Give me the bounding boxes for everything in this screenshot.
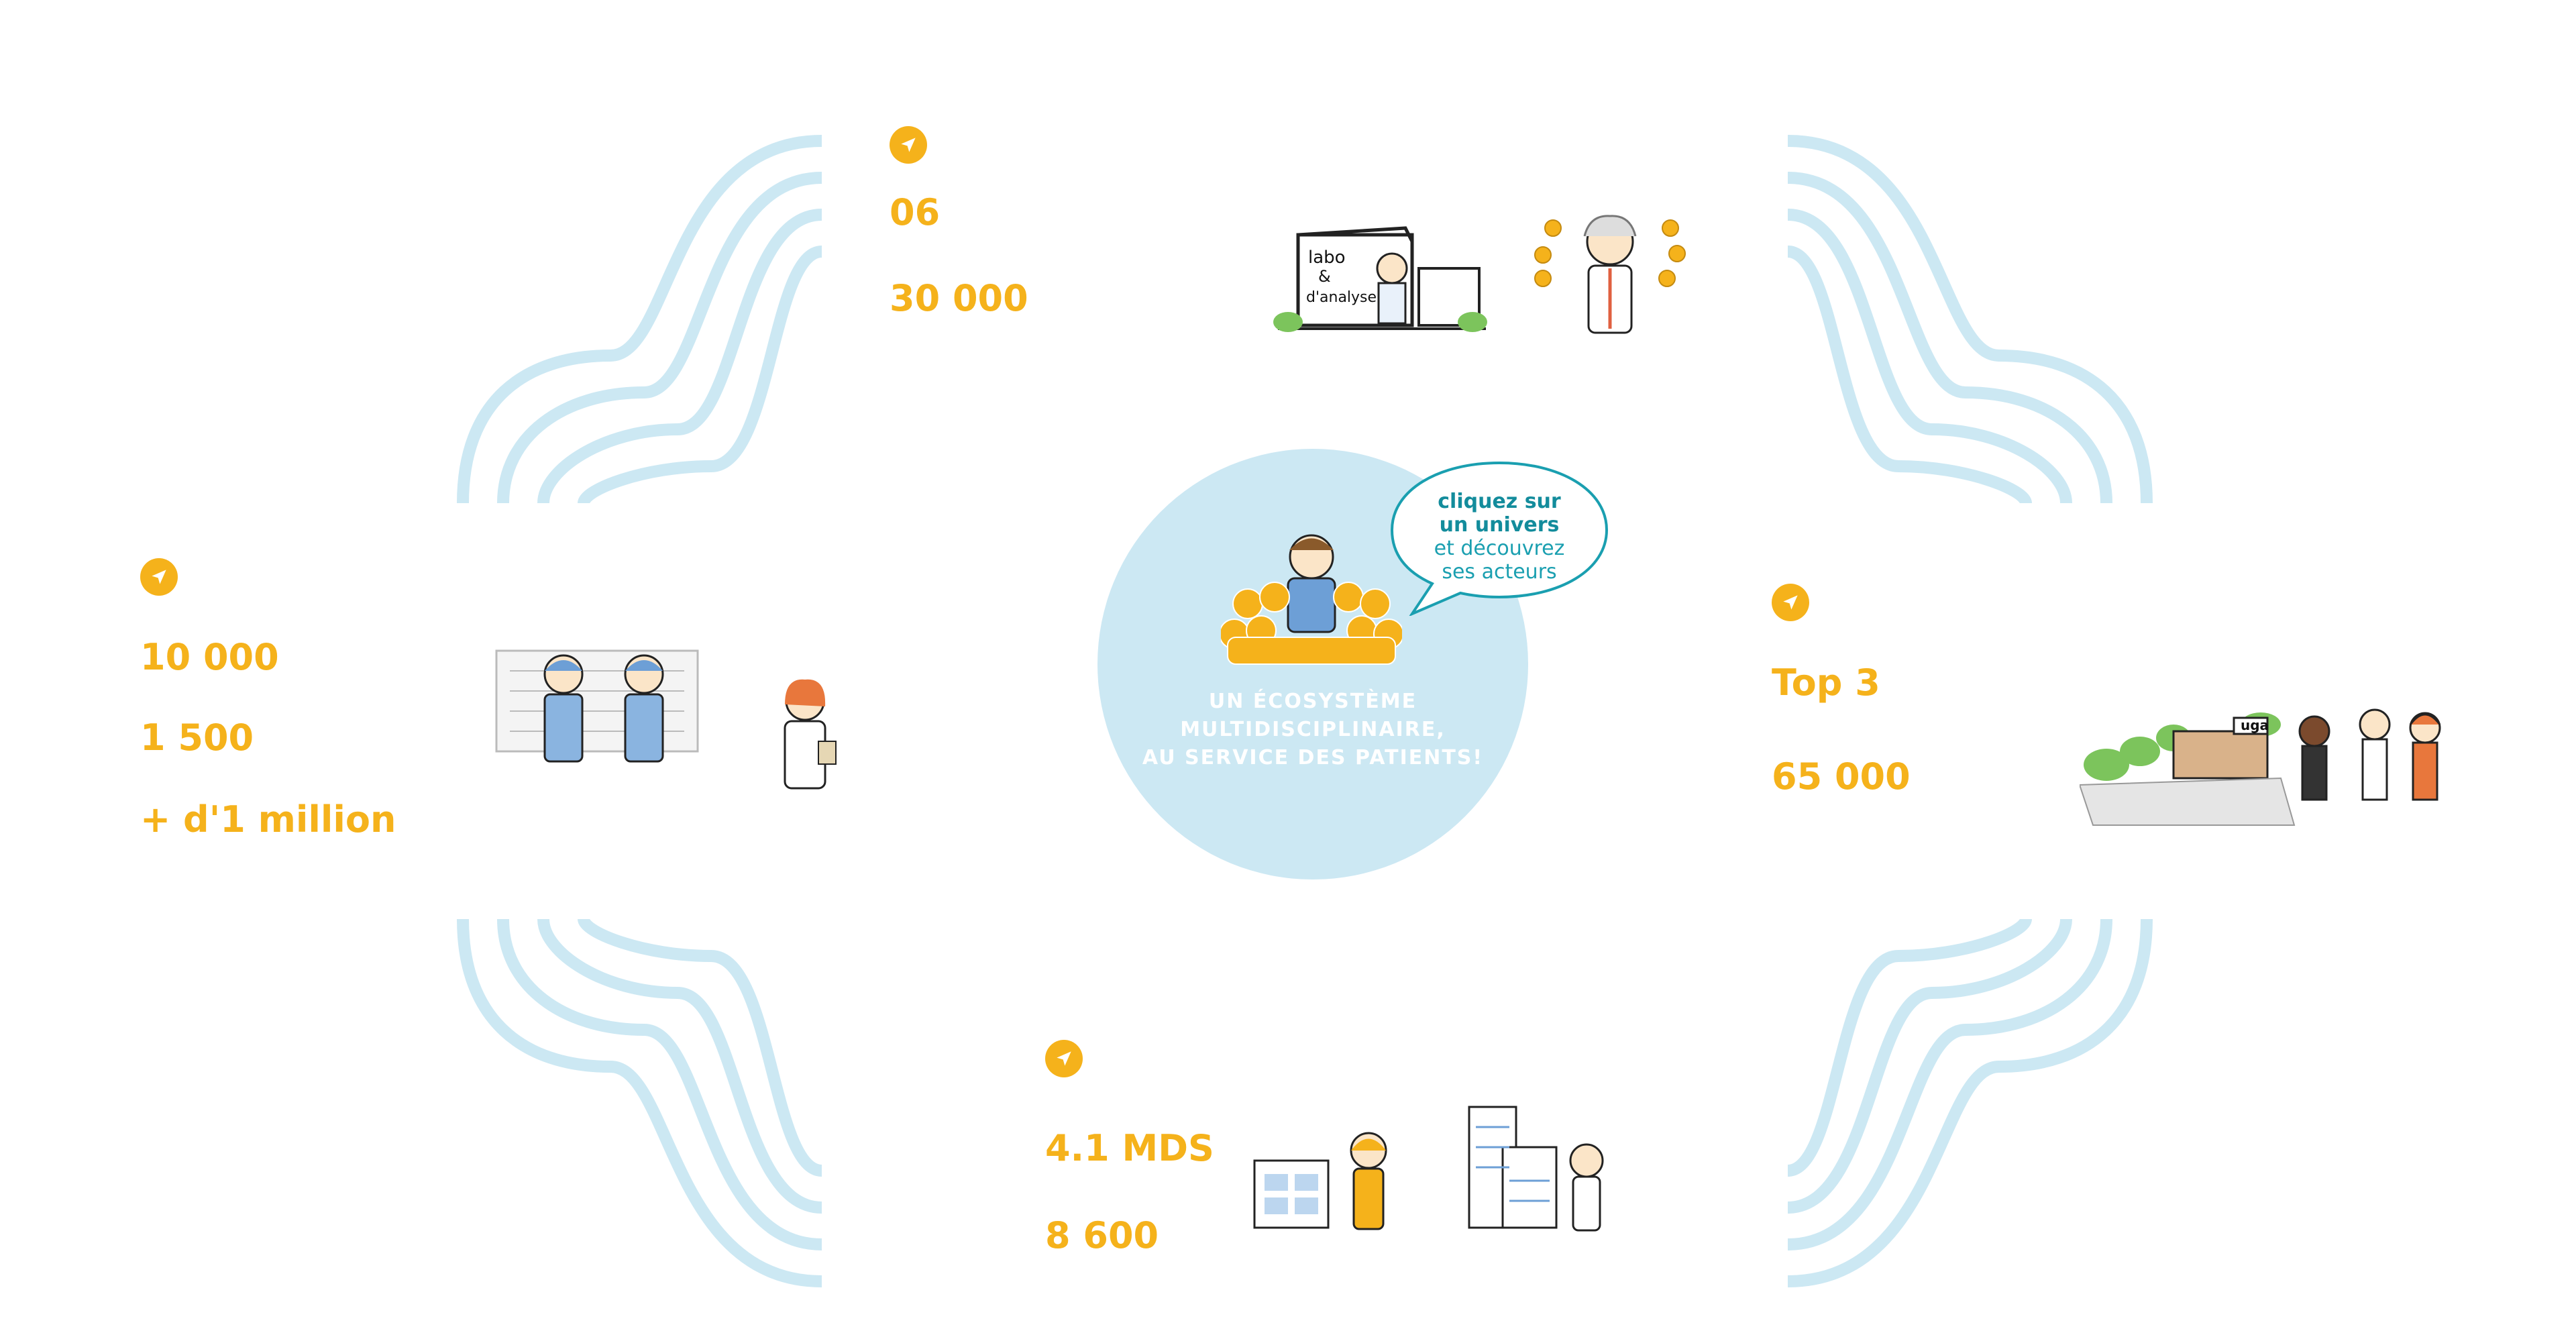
center-tagline: UN ÉCOSYSTÈME MULTIDISCIPLINAIRE, AU SER… — [1097, 688, 1528, 772]
stat-left-1: 10 000 — [140, 636, 279, 678]
uga-sign: uga — [2241, 717, 2269, 733]
center-tagline-line3: AU SERVICE DES PATIENTS! — [1142, 746, 1484, 769]
navigation-arrow-icon[interactable] — [1772, 584, 1809, 621]
lab-building-illustration: labo & d'analyse — [1273, 226, 1487, 332]
navigation-arrow-icon[interactable] — [890, 126, 927, 164]
speech-bubble — [1390, 461, 1609, 616]
stat-left-3: + d'1 million — [140, 798, 396, 841]
scientist-illustration — [1534, 215, 1686, 334]
navigation-arrow-glyph — [1057, 1051, 1071, 1066]
bubble-strong-line1: cliquez sur — [1438, 490, 1561, 513]
bubble-strong-line2: un univers — [1439, 513, 1560, 537]
navigation-arrow-glyph — [901, 138, 916, 152]
labo-sign-line1: labo — [1308, 248, 1346, 268]
bubble-light-line1: et découvrez — [1434, 537, 1565, 560]
building-woman-illustration — [1253, 1132, 1387, 1230]
bubble-light-line2: ses acteurs — [1442, 560, 1557, 584]
campus-illustration: uga — [2080, 708, 2441, 826]
stat-bottom-2: 8 600 — [1045, 1214, 1159, 1257]
stat-top-2: 30 000 — [890, 277, 1028, 319]
doctor-illustration — [784, 679, 837, 790]
surgeons-illustration — [495, 649, 699, 763]
navigation-arrow-glyph — [1783, 595, 1798, 610]
labo-sign-line3: d'analyse — [1306, 289, 1377, 306]
navigation-arrow-icon[interactable] — [1045, 1040, 1083, 1077]
tower-man-illustration — [1468, 1106, 1604, 1232]
navigation-arrow-glyph — [152, 570, 166, 584]
stat-right-1: Top 3 — [1772, 661, 1880, 704]
navigation-arrow-icon[interactable] — [140, 558, 178, 596]
stat-bottom-1: 4.1 MDS — [1045, 1127, 1214, 1169]
stat-top-1: 06 — [890, 191, 941, 233]
center-tagline-line2: MULTIDISCIPLINAIRE, — [1180, 718, 1446, 741]
stat-right-2: 65 000 — [1772, 755, 1911, 798]
labo-sign-line2: & — [1318, 267, 1331, 286]
bubble-text: cliquez sur un univers et découvrez ses … — [1389, 490, 1610, 584]
crowd-illustration — [1221, 534, 1402, 665]
center-tagline-line1: UN ÉCOSYSTÈME — [1208, 690, 1417, 713]
stat-left-2: 1 500 — [140, 716, 254, 759]
